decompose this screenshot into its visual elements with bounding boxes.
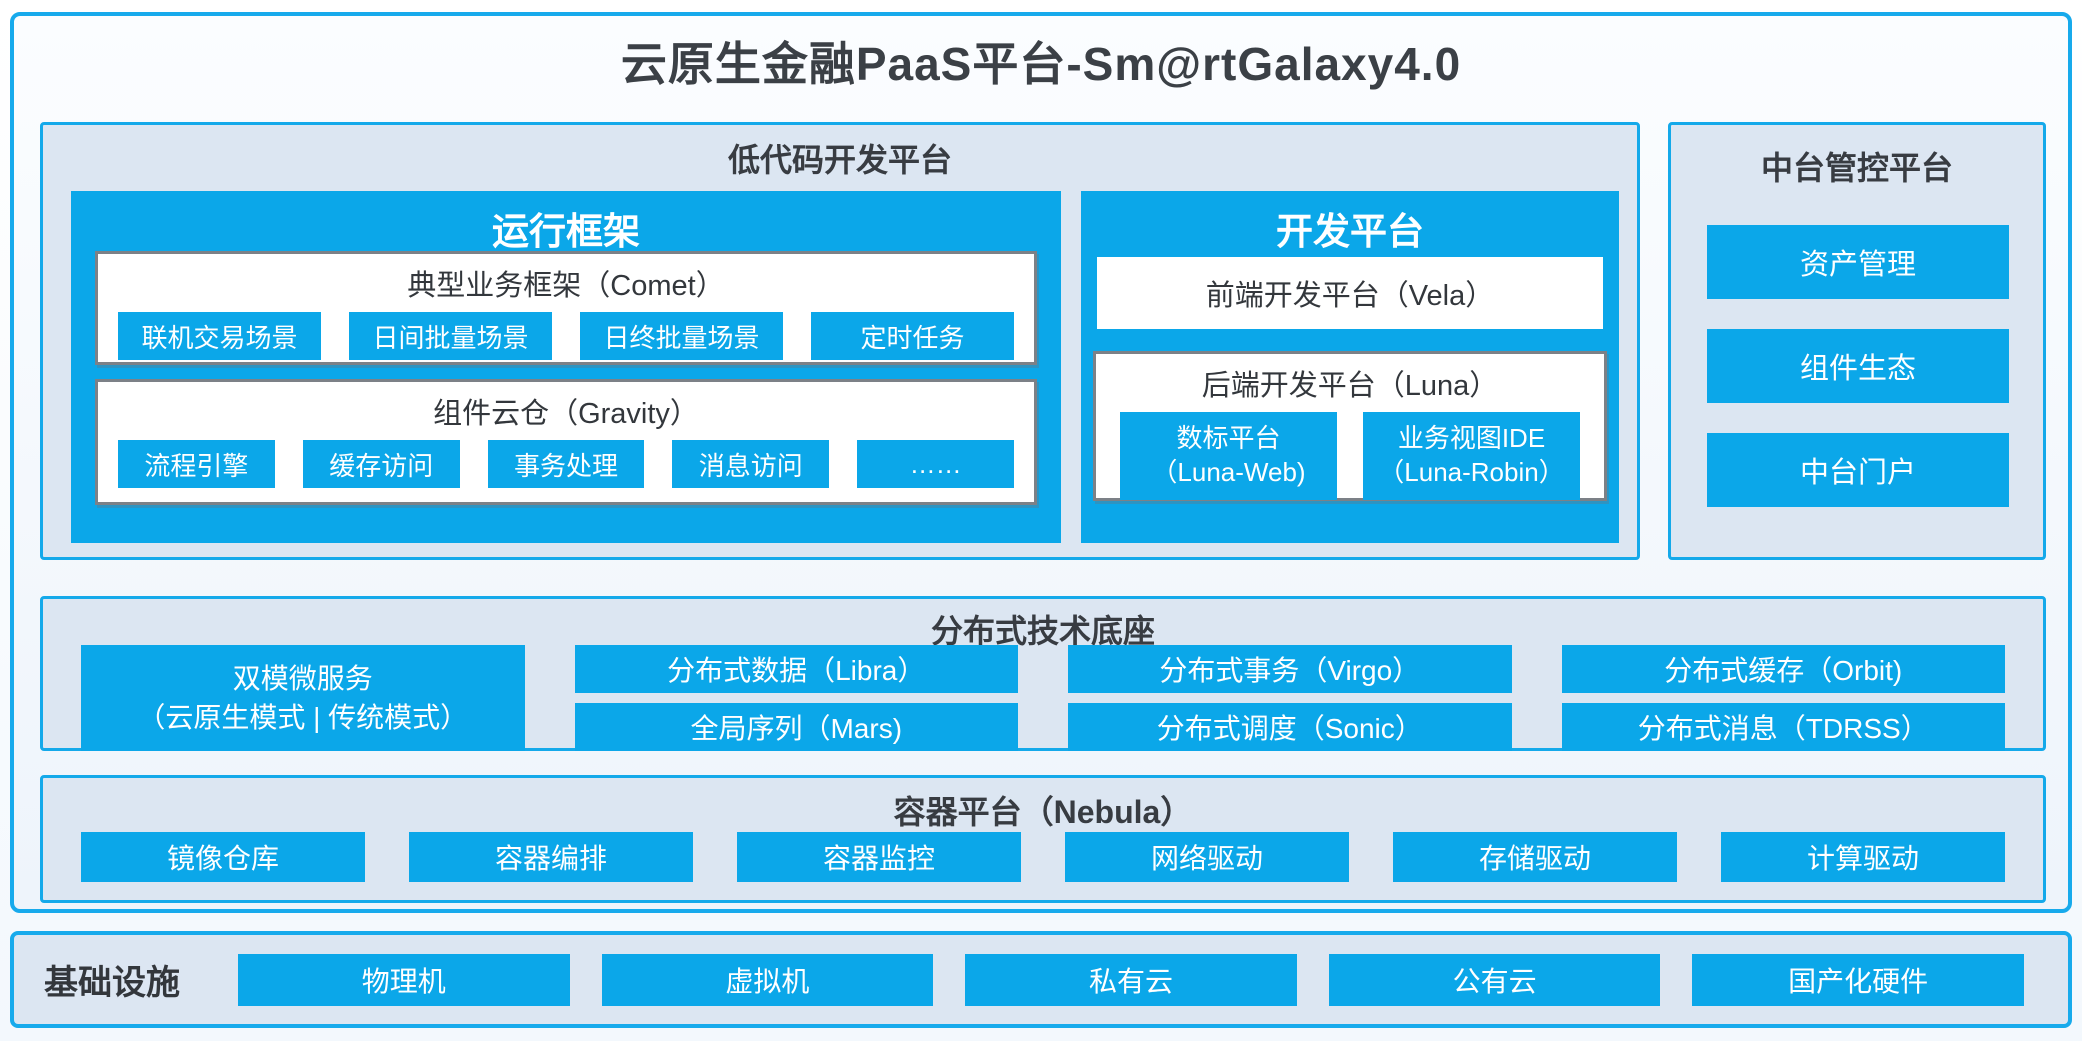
gravity-chip-transaction: 事务处理 <box>487 440 645 488</box>
distributed-grid: 双模微服务 （云原生模式 | 传统模式） 分布式数据（Libra） 全局序列（M… <box>81 645 2005 751</box>
container-monitoring-box: 容器监控 <box>737 832 1021 882</box>
gravity-warehouse-box: 组件云仓（Gravity） 流程引擎 缓存访问 事务处理 消息访问 …… <box>95 379 1037 505</box>
domestic-hardware-box: 国产化硬件 <box>1692 953 2024 1006</box>
gravity-chip-cache-access: 缓存访问 <box>302 440 460 488</box>
virtual-machine-box: 虚拟机 <box>601 953 934 1006</box>
gravity-chip-ellipsis: …… <box>857 440 1014 488</box>
luna-robin-chip-line2: （Luna-Robin） <box>1378 457 1565 487</box>
distributed-scheduling-box: 分布式调度（Sonic） <box>1068 703 1512 751</box>
page-title: 云原生金融PaaS平台-Sm@rtGalaxy4.0 <box>620 38 1462 90</box>
comet-chip-daytime-batch: 日间批量场景 <box>349 312 552 360</box>
infrastructure-label: 基础设施 <box>44 964 180 1002</box>
image-registry-box: 镜像仓库 <box>81 832 365 882</box>
asset-management-box: 资产管理 <box>1707 225 2009 299</box>
luna-robin-chip-line1: 业务视图IDE <box>1397 423 1546 454</box>
comet-framework-box: 典型业务框架（Comet） 联机交易场景 日间批量场景 日终批量场景 定时任务 <box>95 251 1037 365</box>
container-orchestration-box: 容器编排 <box>409 832 693 882</box>
midplatform-control-section: 中台管控平台 资产管理 组件生态 中台门户 <box>1668 122 2046 560</box>
distributed-base-title: 分布式技术底座 <box>930 613 1155 649</box>
gravity-chip-row: 流程引擎 缓存访问 事务处理 消息访问 …… <box>98 440 1034 488</box>
comet-chip-row: 联机交易场景 日间批量场景 日终批量场景 定时任务 <box>98 312 1034 360</box>
dual-mode-line2: （云原生模式 | 传统模式） <box>137 702 469 733</box>
dev-platform-title: 开发平台 <box>1276 211 1424 252</box>
distributed-col-dual-mode: 双模微服务 （云原生模式 | 传统模式） <box>81 645 525 751</box>
dual-mode-line1: 双模微服务 <box>232 662 373 694</box>
infrastructure-chip-row: 物理机 虚拟机 私有云 公有云 国产化硬件 <box>238 953 2024 1006</box>
comet-chip-scheduled-task: 定时任务 <box>811 312 1014 360</box>
component-ecosystem-box: 组件生态 <box>1707 329 2009 403</box>
luna-web-chip-line2: （Luna-Web) <box>1151 457 1306 487</box>
comet-chip-online-trading: 联机交易场景 <box>118 312 321 360</box>
container-platform-title: 容器平台（Nebula） <box>893 794 1193 830</box>
distributed-col-1: 分布式数据（Libra） 全局序列（Mars) <box>574 645 1018 751</box>
distributed-col-3: 分布式缓存（Orbit) 分布式消息（TDRSS） <box>1561 645 2005 751</box>
luna-web-chip: 数标平台 （Luna-Web) <box>1120 412 1337 500</box>
gravity-box-title: 组件云仓（Gravity） <box>433 398 699 430</box>
distributed-transaction-box: 分布式事务（Virgo） <box>1068 645 1512 693</box>
dual-mode-microservice-box: 双模微服务 （云原生模式 | 传统模式） <box>81 645 525 751</box>
private-cloud-box: 私有云 <box>965 953 1297 1006</box>
luna-backend-box: 后端开发平台（Luna） 数标平台 （Luna-Web) 业务视图IDE （Lu… <box>1093 351 1607 501</box>
gravity-chip-message-access: 消息访问 <box>672 440 830 488</box>
runtime-framework-panel: 运行框架 典型业务框架（Comet） 联机交易场景 日间批量场景 日终批量场景 … <box>71 191 1061 543</box>
physical-machine-box: 物理机 <box>238 953 570 1006</box>
vela-frontend-box: 前端开发平台（Vela） <box>1097 257 1603 329</box>
global-sequence-box: 全局序列（Mars) <box>574 703 1018 751</box>
comet-chip-eod-batch: 日终批量场景 <box>580 312 783 360</box>
compute-driver-box: 计算驱动 <box>1721 832 2005 882</box>
distributed-col-2: 分布式事务（Virgo） 分布式调度（Sonic） <box>1068 645 1512 751</box>
distributed-base-section: 分布式技术底座 双模微服务 （云原生模式 | 传统模式） 分布式数据（Libra… <box>40 596 2046 751</box>
lowcode-platform-section: 低代码开发平台 运行框架 典型业务框架（Comet） 联机交易场景 日间批量场景… <box>40 122 1640 560</box>
luna-web-chip-line1: 数标平台 <box>1176 423 1281 454</box>
distributed-cache-box: 分布式缓存（Orbit) <box>1561 645 2005 693</box>
storage-driver-box: 存储驱动 <box>1393 832 1677 882</box>
network-driver-box: 网络驱动 <box>1065 832 1349 882</box>
luna-box-title: 后端开发平台（Luna） <box>1201 370 1499 402</box>
container-chip-row: 镜像仓库 容器编排 容器监控 网络驱动 存储驱动 计算驱动 <box>81 832 2005 882</box>
midplatform-title: 中台管控平台 <box>1760 150 1953 186</box>
luna-chip-row: 数标平台 （Luna-Web) 业务视图IDE （Luna-Robin） <box>1096 412 1604 500</box>
runtime-framework-title: 运行框架 <box>492 211 640 252</box>
public-cloud-box: 公有云 <box>1328 953 1661 1006</box>
gravity-chip-process-engine: 流程引擎 <box>118 440 275 488</box>
distributed-data-box: 分布式数据（Libra） <box>574 645 1018 693</box>
comet-box-title: 典型业务框架（Comet） <box>407 270 725 302</box>
infrastructure-section: 基础设施 物理机 虚拟机 私有云 公有云 国产化硬件 <box>10 931 2072 1028</box>
dev-platform-panel: 开发平台 前端开发平台（Vela） 后端开发平台（Luna） 数标平台 （Lun… <box>1081 191 1619 543</box>
container-platform-section: 容器平台（Nebula） 镜像仓库 容器编排 容器监控 网络驱动 存储驱动 计算… <box>40 775 2046 903</box>
luna-robin-chip: 业务视图IDE （Luna-Robin） <box>1363 412 1580 500</box>
distributed-message-box: 分布式消息（TDRSS） <box>1561 703 2005 751</box>
midplatform-portal-box: 中台门户 <box>1707 433 2009 507</box>
lowcode-section-title: 低代码开发平台 <box>727 142 952 178</box>
platform-diagram-container: 云原生金融PaaS平台-Sm@rtGalaxy4.0 低代码开发平台 运行框架 … <box>10 12 2072 913</box>
